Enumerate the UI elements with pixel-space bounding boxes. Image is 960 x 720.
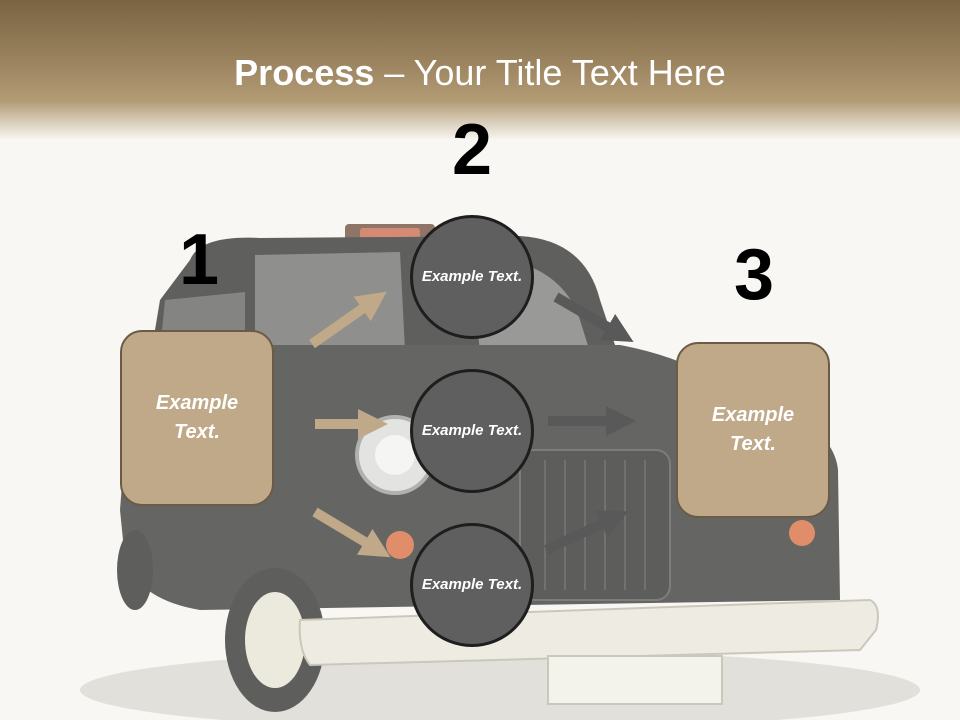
step-1-box[interactable]: Example Text.	[120, 330, 274, 506]
arrow-tan-up	[309, 291, 387, 349]
arrow-gray-down	[553, 292, 634, 343]
circle-bottom[interactable]: Example Text.	[410, 523, 534, 647]
step-3-box[interactable]: Example Text.	[676, 342, 830, 518]
arrow-gray-up	[543, 510, 629, 555]
title-rest: – Your Title Text Here	[374, 52, 726, 93]
circle-bottom-text: Example Text.	[421, 575, 523, 593]
step-number-1: 1	[178, 220, 220, 300]
title-banner	[0, 0, 960, 140]
title-bold: Process	[234, 52, 375, 93]
circle-top-text: Example Text.	[421, 267, 523, 285]
circle-middle-text: Example Text.	[421, 421, 523, 439]
step-number-2: 2	[451, 110, 493, 190]
step-3-text: Example Text.	[711, 404, 795, 455]
page-title: Process – Your Title Text Here	[0, 52, 960, 94]
step-1-text: Example Text.	[155, 392, 239, 443]
circle-top[interactable]: Example Text.	[410, 215, 534, 339]
circle-middle[interactable]: Example Text.	[410, 369, 534, 493]
step-number-3: 3	[733, 235, 775, 315]
arrow-tan-down	[312, 507, 391, 558]
